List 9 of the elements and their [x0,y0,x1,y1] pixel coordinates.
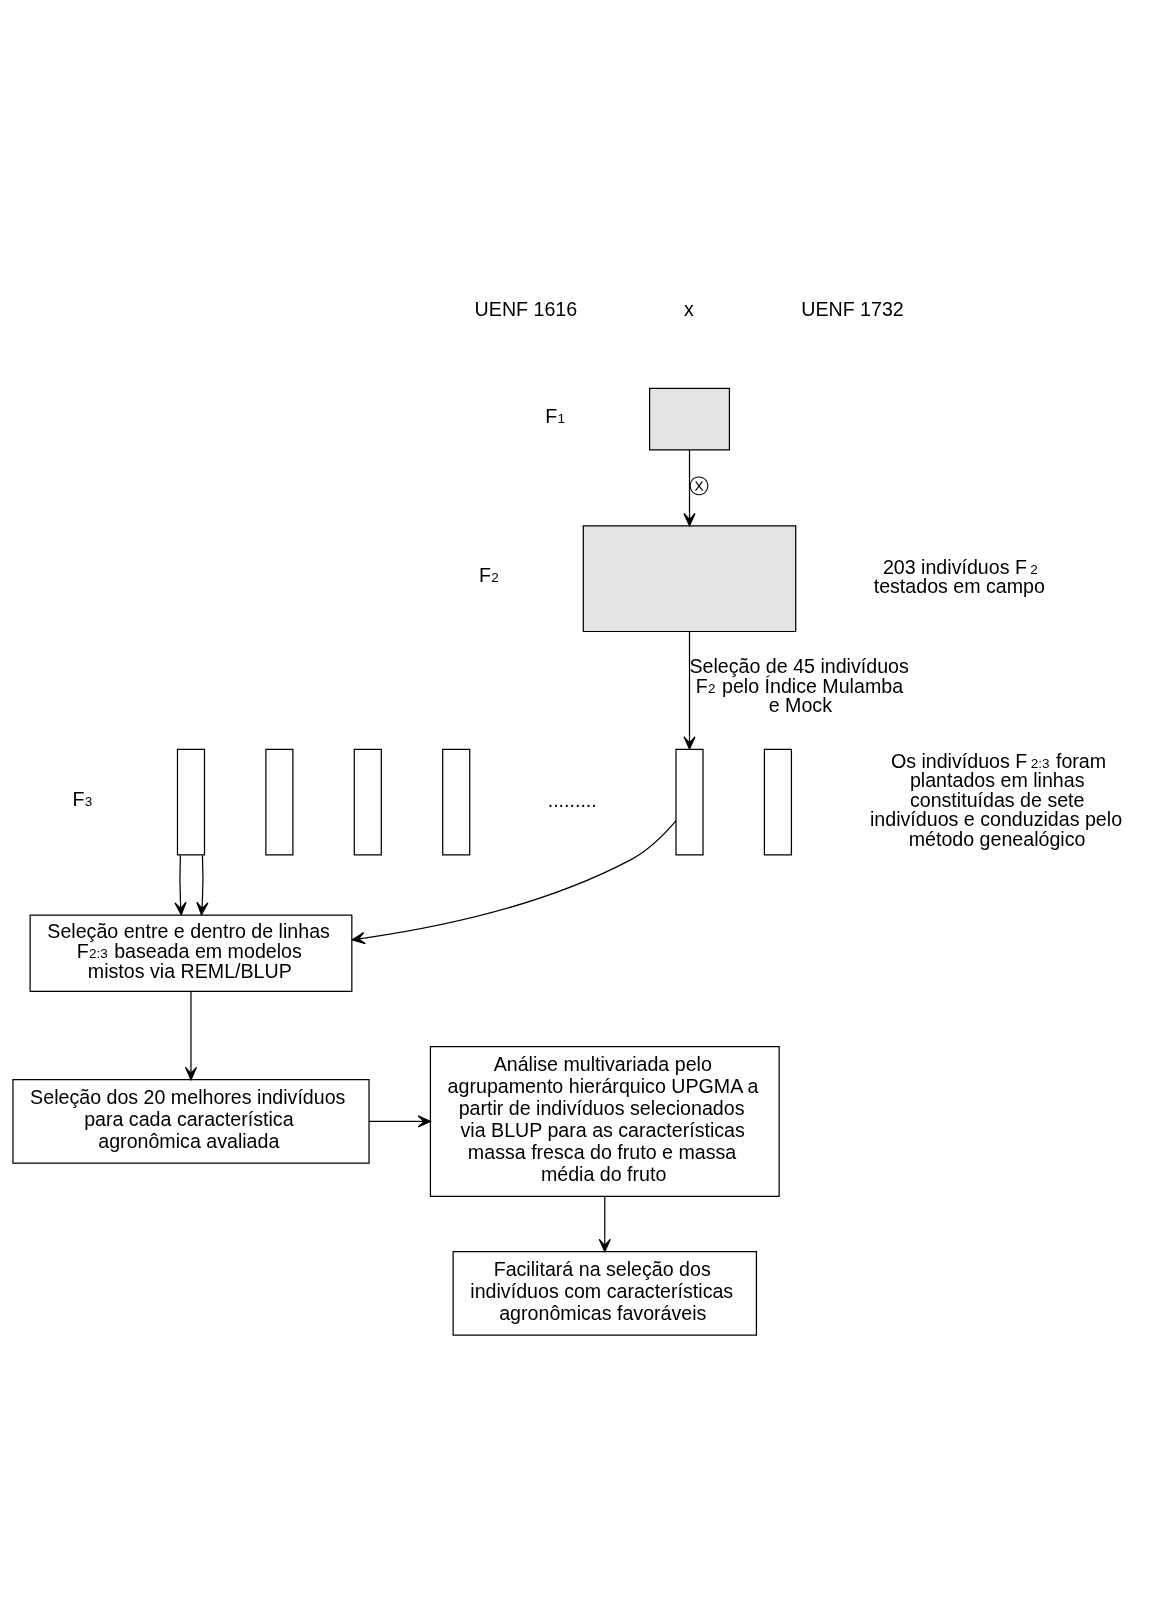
label: x [683,297,694,320]
edge-label: ⓧ [689,474,710,497]
label: F1 [545,404,566,427]
label: F3 [72,787,93,810]
label: ......... [547,788,597,811]
edge-label: Seleção de 45 indivíduos F2 pelo Índice Mulamba e Mock [689,655,909,717]
label: F2 [478,564,499,587]
label: UENF 1732 [801,297,904,320]
label: UENF 1616 [474,297,578,320]
